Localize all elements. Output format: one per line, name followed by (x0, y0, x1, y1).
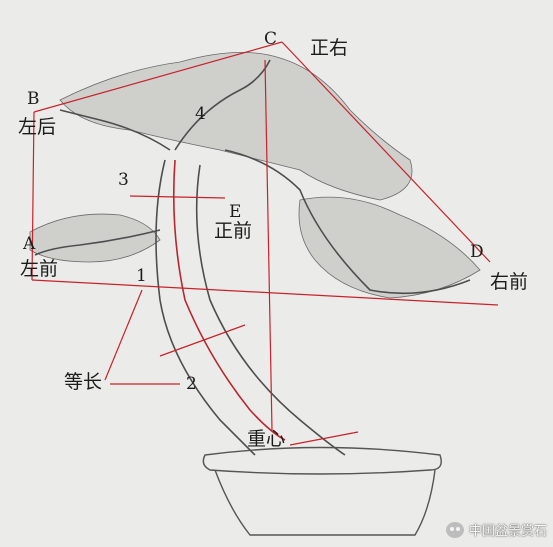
label-point-d: D (470, 242, 484, 262)
label-right: 正右 (310, 37, 349, 59)
watermark: 中国盆景赏石 (445, 520, 547, 539)
label-num-1: 1 (136, 266, 147, 286)
label-num-4: 4 (195, 104, 206, 124)
label-center-of-gravity: 重心 (247, 428, 286, 450)
line-c-d (281, 41, 491, 263)
line-section-3 (129, 195, 226, 199)
label-point-b: B (27, 89, 40, 109)
wechat-icon (445, 521, 464, 538)
trunk-centerline (172, 159, 286, 441)
label-equal-length: 等长 (64, 371, 103, 393)
branch-right (224, 149, 471, 295)
bonsai-pot (202, 446, 442, 536)
line-a-b (31, 111, 35, 281)
pot-body (214, 469, 436, 536)
line-gravity (264, 59, 273, 431)
label-point-e: E (229, 202, 242, 222)
branch-left (34, 229, 161, 256)
pot-rim (202, 446, 442, 475)
foliage-left-lower (29, 213, 161, 263)
line-a-d (31, 279, 499, 306)
foliage-top (59, 51, 413, 201)
label-front: 正前 (214, 220, 253, 242)
line-section-2 (159, 324, 246, 357)
foliage-right-lower (298, 196, 481, 299)
label-left-rear: 左后 (18, 116, 57, 138)
branch-top (174, 59, 271, 151)
line-b-c (33, 41, 283, 113)
centerline (172, 159, 286, 441)
label-num-2: 2 (186, 374, 197, 394)
label-num-3: 3 (118, 170, 129, 190)
line-equal-1 (104, 289, 143, 381)
line-gravity-base (289, 431, 359, 446)
watermark-text: 中国盆景赏石 (468, 524, 547, 539)
foliage (29, 51, 481, 299)
label-left-front: 左前 (20, 258, 59, 280)
label-point-a: A (23, 234, 36, 254)
trunk (34, 59, 471, 456)
trunk-outline-left (155, 159, 256, 456)
guide-lines (31, 41, 499, 446)
label-right-front: 右前 (490, 271, 529, 293)
branch-upper-left (59, 109, 171, 151)
label-point-c: C (264, 29, 278, 49)
trunk-outline-right (195, 164, 346, 456)
